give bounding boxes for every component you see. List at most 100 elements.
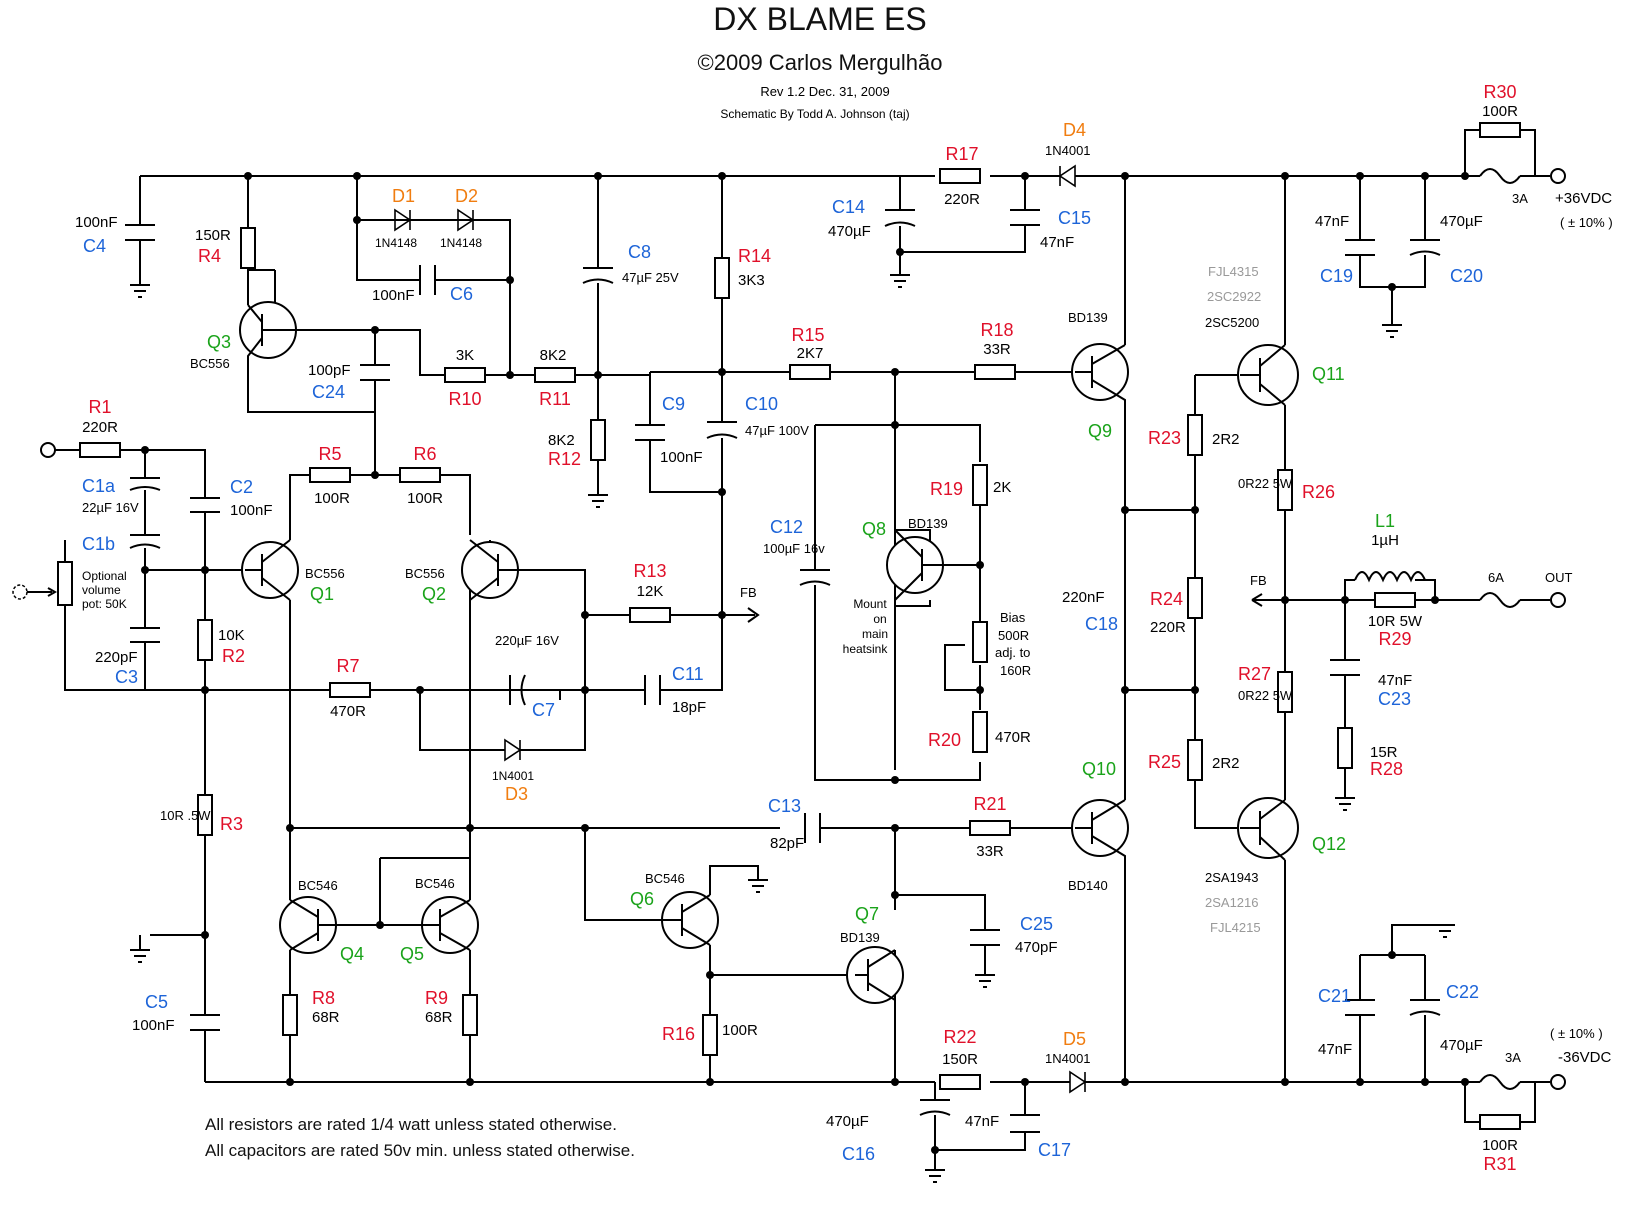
fuse-supply-pos — [1479, 168, 1521, 184]
resistor-r23 — [1187, 414, 1203, 456]
label-r7-val: 470R — [330, 703, 366, 720]
label-c19-ref: C19 — [1320, 266, 1353, 286]
label-q11-alt1: FJL4315 — [1208, 264, 1259, 279]
label-d2-ref: D2 — [455, 186, 478, 206]
diodes — [394, 164, 1100, 1094]
revision: Rev 1.2 Dec. 31, 2009 — [760, 84, 889, 99]
label-c17-ref: C17 — [1038, 1140, 1071, 1160]
label-c4-ref: C4 — [83, 236, 106, 256]
label-q6-part: BC546 — [645, 871, 685, 886]
label-r15-ref: R15 — [791, 325, 824, 345]
q8-note-4: heatsink — [843, 642, 889, 656]
label-c15-ref: C15 — [1058, 208, 1091, 228]
label-q11-alt2: 2SC2922 — [1207, 289, 1261, 304]
resistor-r14 — [714, 257, 730, 299]
resistor-r11 — [534, 367, 576, 383]
diode-d2 — [457, 208, 475, 232]
label-q9-ref: Q9 — [1088, 421, 1112, 441]
supply-pos-tol: ( ± 10% ) — [1560, 215, 1613, 230]
label-c5-val: 100nF — [132, 1017, 175, 1034]
junctions — [141, 172, 1469, 1154]
resistor-r3 — [197, 794, 213, 836]
fuse-supply-neg — [1479, 1074, 1521, 1090]
label-q7-ref: Q7 — [855, 904, 879, 924]
resistor-r29 — [1374, 592, 1416, 608]
resistor-r24 — [1187, 577, 1203, 619]
label-r30-val: 100R — [1482, 103, 1518, 120]
label-r30-ref: R30 — [1483, 82, 1516, 102]
fuse-neg-label: 3A — [1505, 1050, 1521, 1065]
label-c12-ref: C12 — [770, 517, 803, 537]
vol-pot-line2: volume — [82, 583, 121, 597]
label-q10-ref: Q10 — [1082, 759, 1116, 779]
label-c9-ref: C9 — [662, 394, 685, 414]
label-c12-val: 100µF 16v — [763, 541, 825, 556]
label-d2-part: 1N4148 — [440, 236, 482, 250]
label-r28-val: 15R — [1370, 744, 1398, 761]
resistor-r7 — [329, 682, 371, 698]
label-c23-ref: C23 — [1378, 689, 1411, 709]
label-c8-ref: C8 — [628, 242, 651, 262]
fb-label-input: FB — [740, 585, 757, 600]
resistor-r27 — [1277, 671, 1293, 713]
resistor-r28 — [1337, 727, 1353, 769]
label-c3-ref: C3 — [115, 667, 138, 687]
resistor-r2 — [197, 619, 213, 661]
resistor-r21 — [969, 820, 1011, 836]
label-c2-ref: C2 — [230, 477, 253, 497]
label-r8-val: 68R — [312, 1009, 340, 1026]
transistor-q9 — [1071, 343, 1129, 401]
label-r4-ref: R4 — [198, 246, 221, 266]
bias-line4: 160R — [1000, 663, 1031, 678]
label-r26-ref: R26 — [1302, 482, 1335, 502]
supply-neg-tol: ( ± 10% ) — [1550, 1026, 1603, 1041]
label-c9-val: 100nF — [660, 449, 703, 466]
transistor-q1 — [241, 541, 299, 599]
bias-line1: Bias — [1000, 610, 1026, 625]
label-r28-ref: R28 — [1370, 759, 1403, 779]
label-c13-val: 82pF — [770, 835, 804, 852]
label-r17-ref: R17 — [945, 144, 978, 164]
label-r3-ref: R3 — [220, 814, 243, 834]
label-r21-ref: R21 — [973, 794, 1006, 814]
out-label: OUT — [1545, 570, 1573, 585]
label-r20-ref: R20 — [928, 730, 961, 750]
label-r8-ref: R8 — [312, 988, 335, 1008]
transistors — [239, 301, 1299, 1082]
label-c13-ref: C13 — [768, 796, 801, 816]
label-r5-val: 100R — [314, 490, 350, 507]
terminal-out — [1550, 592, 1566, 608]
label-r19-val: 2K — [993, 479, 1011, 496]
label-d4-ref: D4 — [1063, 120, 1086, 140]
label-c1a-val: 22µF 16V — [82, 500, 139, 515]
label-q1-part: BC556 — [305, 566, 345, 581]
resistor-r22 — [939, 1074, 981, 1090]
label-r9-ref: R9 — [425, 988, 448, 1008]
footnotes: All resistors are rated 1/4 watt unless … — [205, 1115, 635, 1160]
label-q2-ref: Q2 — [422, 584, 446, 604]
label-c14-val: 470µF — [828, 223, 871, 240]
diode-d5 — [1069, 1070, 1087, 1094]
label-c2-val: 100nF — [230, 502, 273, 519]
grounds — [130, 274, 1455, 1183]
diode-d1 — [394, 208, 412, 232]
q8-note-2: on — [873, 612, 886, 626]
capacitor-plates — [125, 209, 1441, 1133]
note-resistors: All resistors are rated 1/4 watt unless … — [205, 1115, 617, 1134]
label-r10-val: 3K — [456, 347, 474, 364]
label-r18-val: 33R — [983, 341, 1011, 358]
label-r2-val: 10K — [218, 627, 245, 644]
label-q8-part: BD139 — [908, 516, 948, 531]
resistor-r6 — [399, 467, 441, 483]
label-q4-part: BC546 — [298, 878, 338, 893]
label-r24-ref: R24 — [1150, 589, 1183, 609]
volume-pot — [57, 561, 73, 606]
label-r2-ref: R2 — [222, 646, 245, 666]
terminal-in — [40, 442, 56, 458]
label-c10-ref: C10 — [745, 394, 778, 414]
label-c6-ref: C6 — [450, 284, 473, 304]
label-c23-val: 47nF — [1378, 672, 1412, 689]
supply-neg-label: -36VDC — [1558, 1049, 1612, 1066]
diode-d4 — [1058, 164, 1076, 188]
terminal-neg — [1550, 1074, 1566, 1090]
